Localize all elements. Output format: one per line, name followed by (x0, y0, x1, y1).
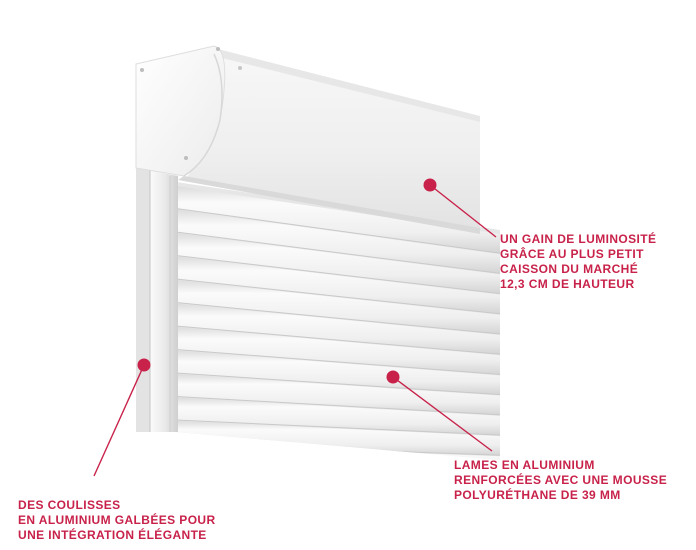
callout-lames: LAMES EN ALUMINIUM RENFORCÉES AVEC UNE M… (454, 458, 667, 503)
slat (176, 374, 500, 415)
slat-joint (176, 325, 500, 355)
slat (176, 280, 500, 335)
callout-marker-coulisses (93, 358, 151, 477)
slat (176, 303, 500, 355)
callout-coulisses-line: UNE INTÉGRATION ÉLÉGANTE (18, 528, 207, 542)
slat-joint (176, 278, 500, 315)
slat-joint (176, 467, 500, 476)
shutter-slats (176, 182, 500, 476)
slat-joint (176, 419, 500, 436)
slat (176, 233, 500, 294)
callout-caisson-line: GRÂCE AU PLUS PETIT (500, 247, 644, 261)
slat (176, 327, 500, 375)
shutter-box (135, 45, 480, 234)
slat (176, 421, 500, 456)
callout-caisson-line: 12,3 CM DE HAUTEUR (500, 277, 635, 291)
callout-coulisses: DES COULISSES EN ALUMINIUM GALBÉES POUR … (18, 498, 216, 543)
slat-joint (176, 349, 500, 375)
slat (176, 186, 500, 254)
slat (176, 256, 500, 314)
slat-joint (176, 208, 500, 254)
callout-lames-line: RENFORCÉES AVEC UNE MOUSSE (454, 473, 668, 487)
slat (176, 209, 500, 274)
callout-lames-line: POLYURÉTHANE DE 39 MM (454, 488, 621, 502)
callout-marker-lames (386, 370, 493, 452)
callout-caisson-line: CAISSON DU MARCHÉ (500, 262, 639, 276)
callout-coulisses-line: EN ALUMINIUM GALBÉES POUR (18, 513, 216, 527)
callout-marker-caisson (423, 178, 497, 238)
callout-caisson-line: UN GAIN DE LUMINOSITÉ (500, 232, 657, 246)
slat-joint (176, 302, 500, 335)
callout-caisson: UN GAIN DE LUMINOSITÉ GRÂCE AU PLUS PETI… (500, 232, 656, 292)
slat-joint (176, 255, 500, 295)
slat-joint (176, 372, 500, 396)
slat-joint (176, 231, 500, 274)
slat (176, 397, 500, 436)
guide-rail (136, 168, 178, 432)
callout-coulisses-line: DES COULISSES (18, 498, 121, 512)
callout-lames-line: LAMES EN ALUMINIUM (454, 458, 595, 472)
slat (176, 350, 500, 395)
slat-joint (176, 396, 500, 416)
